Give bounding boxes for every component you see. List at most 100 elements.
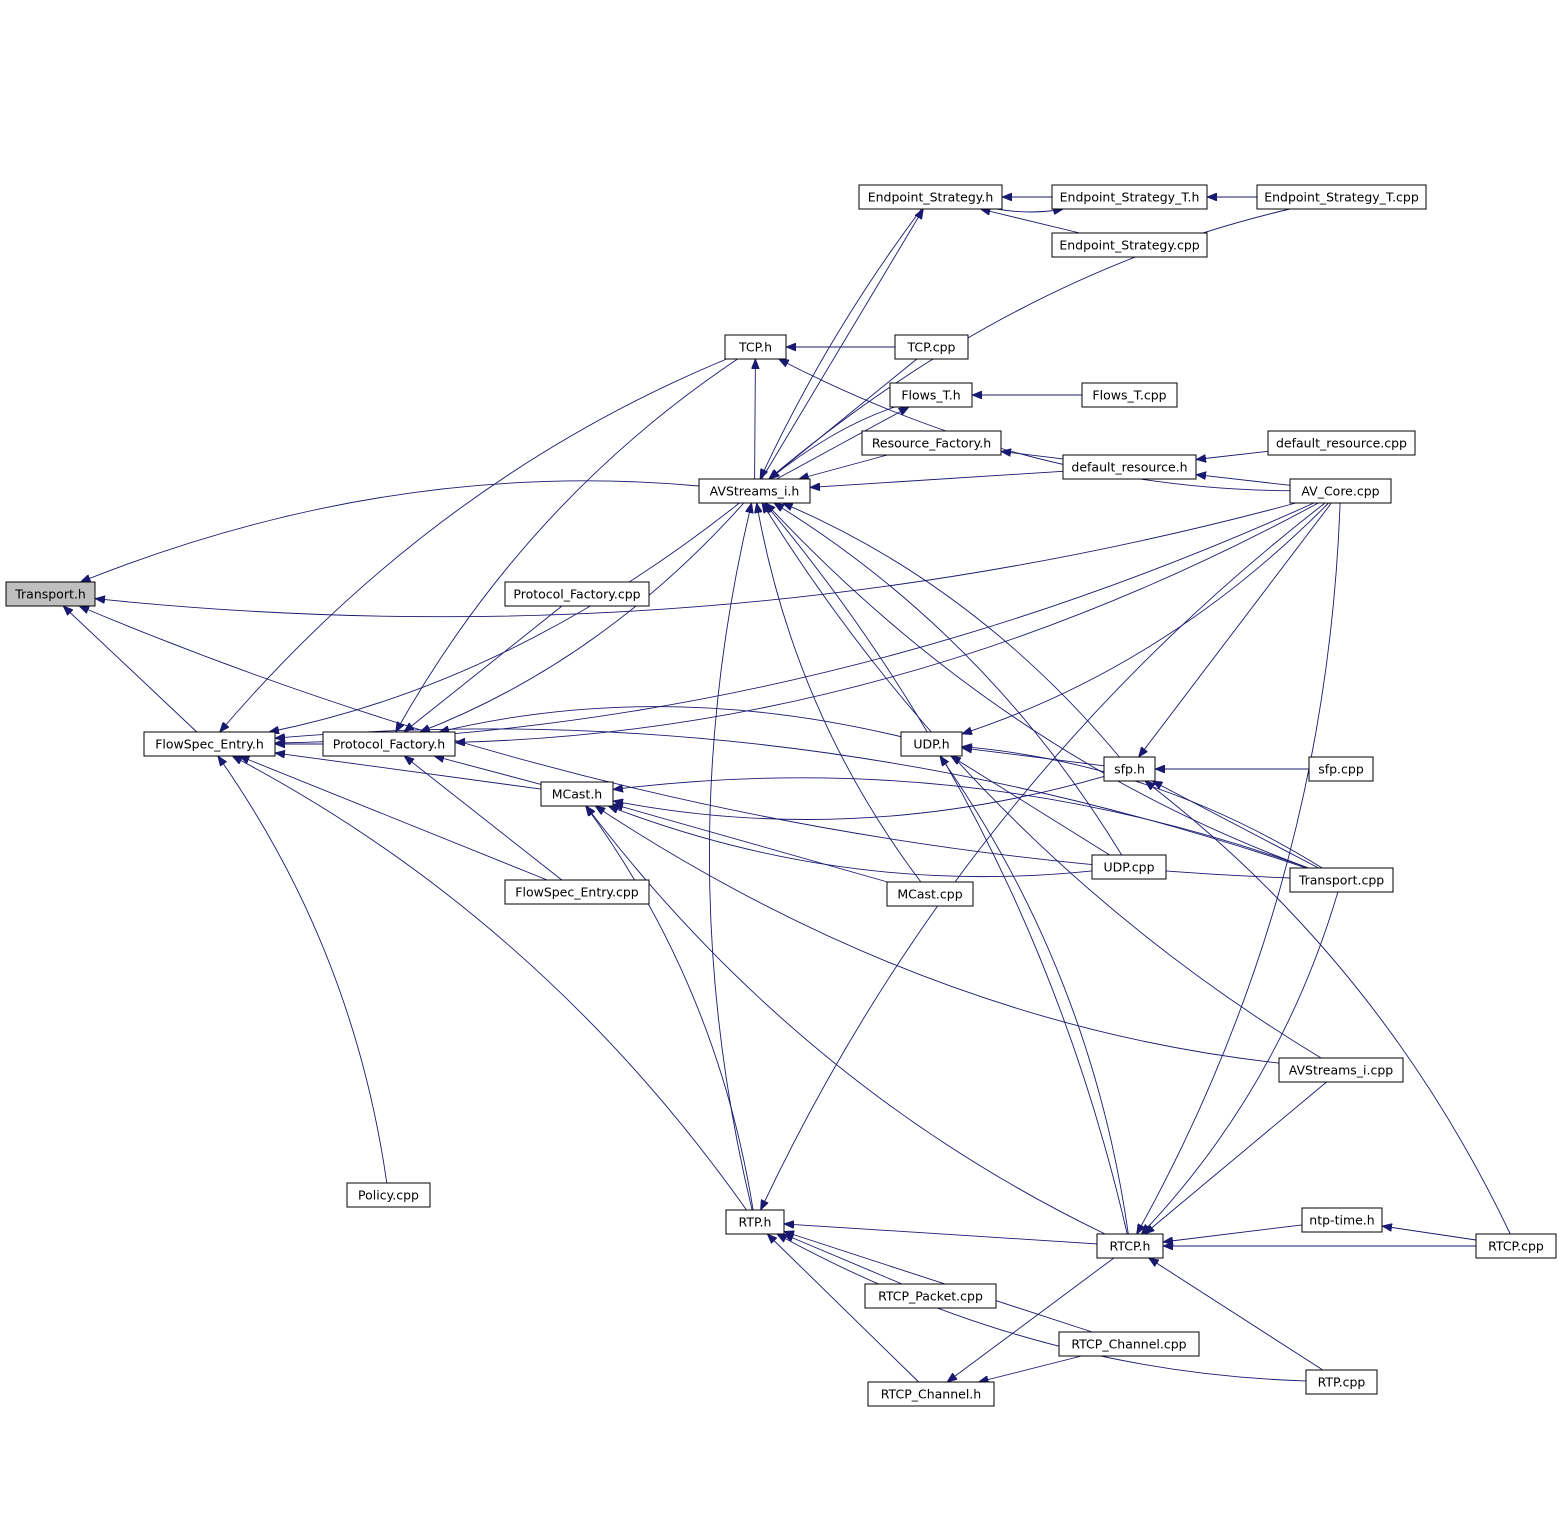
node-default-resource-h[interactable]: default_resource.h xyxy=(1062,454,1197,480)
file-nodes: Transport.h FlowSpec_Entry.h Protocol_Fa… xyxy=(5,184,1557,1407)
node-tcp-h[interactable]: TCP.h xyxy=(724,334,787,360)
node-mcast-h[interactable]: MCast.h xyxy=(540,781,614,807)
svg-text:FlowSpec_Entry.h: FlowSpec_Entry.h xyxy=(155,737,264,752)
node-endpoint-strategy-h[interactable]: Endpoint_Strategy.h xyxy=(858,184,1003,210)
svg-text:Endpoint_Strategy_T.h: Endpoint_Strategy_T.h xyxy=(1060,190,1200,205)
node-ntp-time-h[interactable]: ntp-time.h xyxy=(1301,1207,1383,1233)
svg-text:MCast.cpp: MCast.cpp xyxy=(897,887,962,902)
edge-mcast-h-to-flowspec-entry-h xyxy=(275,753,542,790)
node-sfp-h[interactable]: sfp.h xyxy=(1103,756,1156,782)
edge-rtp-h-to-mcast-h xyxy=(586,806,754,1211)
edge-avstreams-i-h-to-tcp-h xyxy=(755,359,756,480)
edge-mcast-cpp-to-mcast-h xyxy=(613,804,888,883)
svg-text:sfp.h: sfp.h xyxy=(1114,762,1145,777)
edge-rtp-h-to-avstreams-i-h xyxy=(709,503,752,1211)
svg-text:TCP.h: TCP.h xyxy=(738,340,772,355)
edge-avstreams-i-cpp-to-avstreams-i-h xyxy=(762,503,1322,1059)
node-avstreams-i-h[interactable]: AVStreams_i.h xyxy=(698,478,811,504)
edge-endpoint-strategy-h-to-avstreams-i-h xyxy=(760,208,922,479)
edge-mcast-cpp-to-avstreams-i-h xyxy=(757,503,922,883)
node-protocol-factory-h[interactable]: Protocol_Factory.h xyxy=(322,731,456,757)
svg-text:Endpoint_Strategy.cpp: Endpoint_Strategy.cpp xyxy=(1059,238,1199,253)
node-rtcp-packet-cpp[interactable]: RTCP_Packet.cpp xyxy=(864,1283,997,1309)
svg-text:Policy.cpp: Policy.cpp xyxy=(358,1188,419,1203)
svg-text:Endpoint_Strategy.h: Endpoint_Strategy.h xyxy=(868,190,994,205)
node-flows-t-h[interactable]: Flows_T.h xyxy=(889,382,973,408)
edge-avstreams-i-h-to-transport-h xyxy=(81,480,700,583)
node-protocol-factory-cpp[interactable]: Protocol_Factory.cpp xyxy=(504,581,650,607)
svg-text:RTCP_Packet.cpp: RTCP_Packet.cpp xyxy=(878,1289,983,1304)
node-mcast-cpp[interactable]: MCast.cpp xyxy=(886,881,974,907)
node-transport-h[interactable]: Transport.h xyxy=(5,581,96,607)
node-udp-cpp[interactable]: UDP.cpp xyxy=(1091,854,1167,880)
node-tcp-cpp[interactable]: TCP.cpp xyxy=(894,334,969,360)
edge-transport-cpp-to-mcast-h xyxy=(613,777,1309,869)
svg-text:Transport.cpp: Transport.cpp xyxy=(1298,873,1384,888)
edge-av-core-cpp-to-default-resource-h xyxy=(1196,475,1291,486)
edge-avstreams-i-h-to-flows-t-h xyxy=(776,407,909,480)
node-endpoint-strategy-t-h[interactable]: Endpoint_Strategy_T.h xyxy=(1051,184,1208,210)
edge-rtcp-channel-cpp-to-rtp-h xyxy=(784,1232,1093,1333)
svg-text:Flows_T.cpp: Flows_T.cpp xyxy=(1092,388,1166,403)
node-endpoint-strategy-cpp[interactable]: Endpoint_Strategy.cpp xyxy=(1051,232,1208,258)
svg-text:Endpoint_Strategy_T.cpp: Endpoint_Strategy_T.cpp xyxy=(1264,190,1419,205)
svg-text:RTCP_Channel.cpp: RTCP_Channel.cpp xyxy=(1071,1337,1186,1352)
edge-transport-cpp-to-rtcp-h xyxy=(1141,891,1339,1234)
svg-text:ntp-time.h: ntp-time.h xyxy=(1309,1213,1374,1228)
node-rtp-cpp[interactable]: RTP.cpp xyxy=(1305,1369,1378,1395)
svg-text:Protocol_Factory.h: Protocol_Factory.h xyxy=(333,737,445,752)
svg-text:sfp.cpp: sfp.cpp xyxy=(1318,762,1364,777)
node-rtcp-channel-cpp[interactable]: RTCP_Channel.cpp xyxy=(1058,1331,1200,1357)
edge-rtcp-packet-cpp-to-rtp-h xyxy=(784,1234,903,1285)
node-flows-t-cpp[interactable]: Flows_T.cpp xyxy=(1081,382,1178,408)
svg-text:UDP.h: UDP.h xyxy=(913,737,949,752)
edge-flowspec-entry-h-to-transport-h xyxy=(63,606,198,733)
svg-text:FlowSpec_Entry.cpp: FlowSpec_Entry.cpp xyxy=(515,885,638,900)
node-av-core-cpp[interactable]: AV_Core.cpp xyxy=(1289,478,1392,504)
edge-tcp-h-to-flowspec-entry-h xyxy=(220,358,727,732)
node-flowspec-entry-cpp[interactable]: FlowSpec_Entry.cpp xyxy=(504,879,650,905)
edge-endpoint-strategy-t-cpp-to-avstreams-i-h xyxy=(769,208,1291,479)
edge-endpoint-strategy-h-to-endpoint-strategy-t-h xyxy=(996,209,1063,212)
svg-text:default_resource.h: default_resource.h xyxy=(1071,460,1187,475)
edge-rtp-h-to-flowspec-entry-h xyxy=(232,756,747,1211)
edge-default-resource-h-to-avstreams-i-h xyxy=(810,470,1064,487)
edge-udp-cpp-to-avstreams-i-h xyxy=(774,503,1123,856)
edge-avstreams-i-h-to-flowspec-entry-h xyxy=(269,502,740,732)
dependency-edges xyxy=(63,197,1511,1382)
edge-av-core-cpp-to-tcp-h xyxy=(779,359,1291,492)
edge-rtp-cpp-to-rtcp-h xyxy=(1149,1258,1324,1371)
svg-text:UDP.cpp: UDP.cpp xyxy=(1103,860,1154,875)
svg-text:RTCP.h: RTCP.h xyxy=(1110,1239,1151,1254)
node-transport-cpp[interactable]: Transport.cpp xyxy=(1289,867,1394,893)
edge-sfp-h-to-mcast-h xyxy=(613,775,1105,820)
edge-flowspec-entry-cpp-to-protocol-factory-h xyxy=(404,756,563,881)
edge-av-core-cpp-to-transport-h xyxy=(95,502,1297,618)
svg-text:AVStreams_i.cpp: AVStreams_i.cpp xyxy=(1289,1063,1394,1078)
svg-text:AV_Core.cpp: AV_Core.cpp xyxy=(1301,484,1379,499)
edge-protocol-factory-cpp-to-protocol-factory-h xyxy=(404,605,563,732)
node-endpoint-strategy-t-cpp[interactable]: Endpoint_Strategy_T.cpp xyxy=(1256,184,1427,210)
node-rtcp-h[interactable]: RTCP.h xyxy=(1096,1233,1164,1259)
node-udp-h[interactable]: UDP.h xyxy=(900,731,963,757)
edge-av-core-cpp-to-flowspec-entry-h xyxy=(275,502,1315,743)
node-sfp-cpp[interactable]: sfp.cpp xyxy=(1308,756,1374,782)
edge-av-core-cpp-to-rtcp-h xyxy=(1137,502,1341,1234)
edge-default-resource-cpp-to-default-resource-h xyxy=(1196,450,1269,459)
node-flowspec-entry-h[interactable]: FlowSpec_Entry.h xyxy=(143,731,276,757)
node-rtcp-cpp[interactable]: RTCP.cpp xyxy=(1475,1233,1557,1259)
node-policy-cpp[interactable]: Policy.cpp xyxy=(346,1182,431,1208)
node-default-resource-cpp[interactable]: default_resource.cpp xyxy=(1267,430,1416,456)
edge-resource-factory-h-to-avstreams-i-h xyxy=(799,454,888,479)
edge-av-core-cpp-to-rtp-h xyxy=(761,502,1326,1210)
svg-text:RTCP_Channel.h: RTCP_Channel.h xyxy=(881,1387,981,1402)
svg-text:Flows_T.h: Flows_T.h xyxy=(901,388,960,403)
node-resource-factory-h[interactable]: Resource_Factory.h xyxy=(861,430,1002,456)
edge-policy-cpp-to-flowspec-entry-h xyxy=(218,756,388,1184)
node-avstreams-i-cpp[interactable]: AVStreams_i.cpp xyxy=(1278,1057,1404,1083)
node-rtp-h[interactable]: RTP.h xyxy=(725,1209,785,1235)
node-rtcp-channel-h[interactable]: RTCP_Channel.h xyxy=(867,1381,995,1407)
edge-rtcp-cpp-to-sfp-h xyxy=(1145,781,1511,1235)
svg-text:AVStreams_i.h: AVStreams_i.h xyxy=(710,484,800,499)
